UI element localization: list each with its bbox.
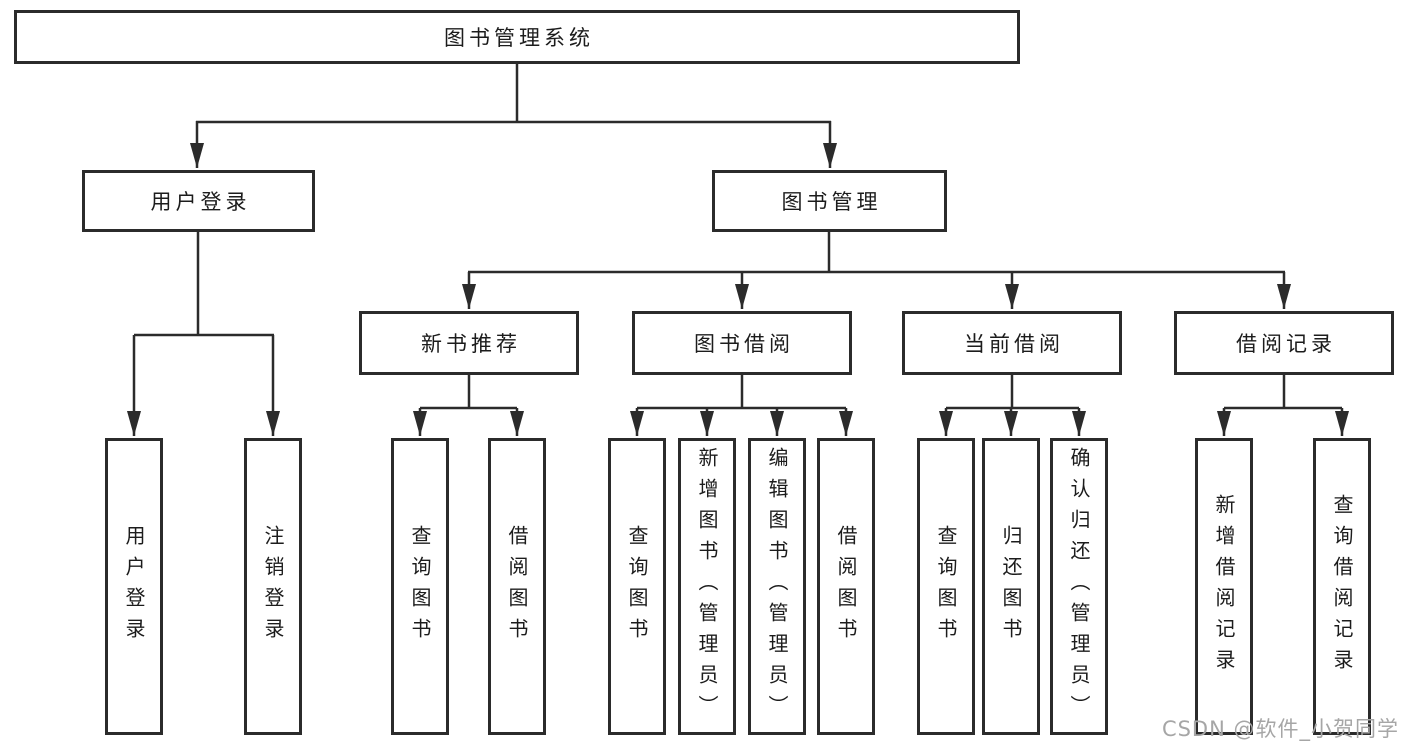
node-current-borrow: 当前借阅: [902, 311, 1122, 375]
node-borrow-records: 借阅记录: [1174, 311, 1394, 375]
node-user-login: 用户登录: [82, 170, 315, 232]
leaf-edit-book-admin: 编辑图书（管理员）: [748, 438, 806, 735]
leaf-query-books-borrow: 查询图书: [608, 438, 666, 735]
node-new-book-recommend: 新书推荐: [359, 311, 579, 375]
leaf-logout: 注销登录: [244, 438, 302, 735]
node-book-management: 图书管理: [712, 170, 947, 232]
leaf-query-borrow-record: 查询借阅记录: [1313, 438, 1371, 735]
leaf-query-books-recommend: 查询图书: [391, 438, 449, 735]
leaf-borrow-books-recommend: 借阅图书: [488, 438, 546, 735]
leaf-borrow-books-borrow: 借阅图书: [817, 438, 875, 735]
leaf-user-login: 用户登录: [105, 438, 163, 735]
leaf-confirm-return-admin: 确认归还（管理员）: [1050, 438, 1108, 735]
leaf-query-books-current: 查询图书: [917, 438, 975, 735]
node-library-system: 图书管理系统: [14, 10, 1020, 64]
leaf-add-book-admin: 新增图书（管理员）: [678, 438, 736, 735]
leaf-add-borrow-record: 新增借阅记录: [1195, 438, 1253, 735]
leaf-return-book: 归还图书: [982, 438, 1040, 735]
node-book-borrow: 图书借阅: [632, 311, 852, 375]
